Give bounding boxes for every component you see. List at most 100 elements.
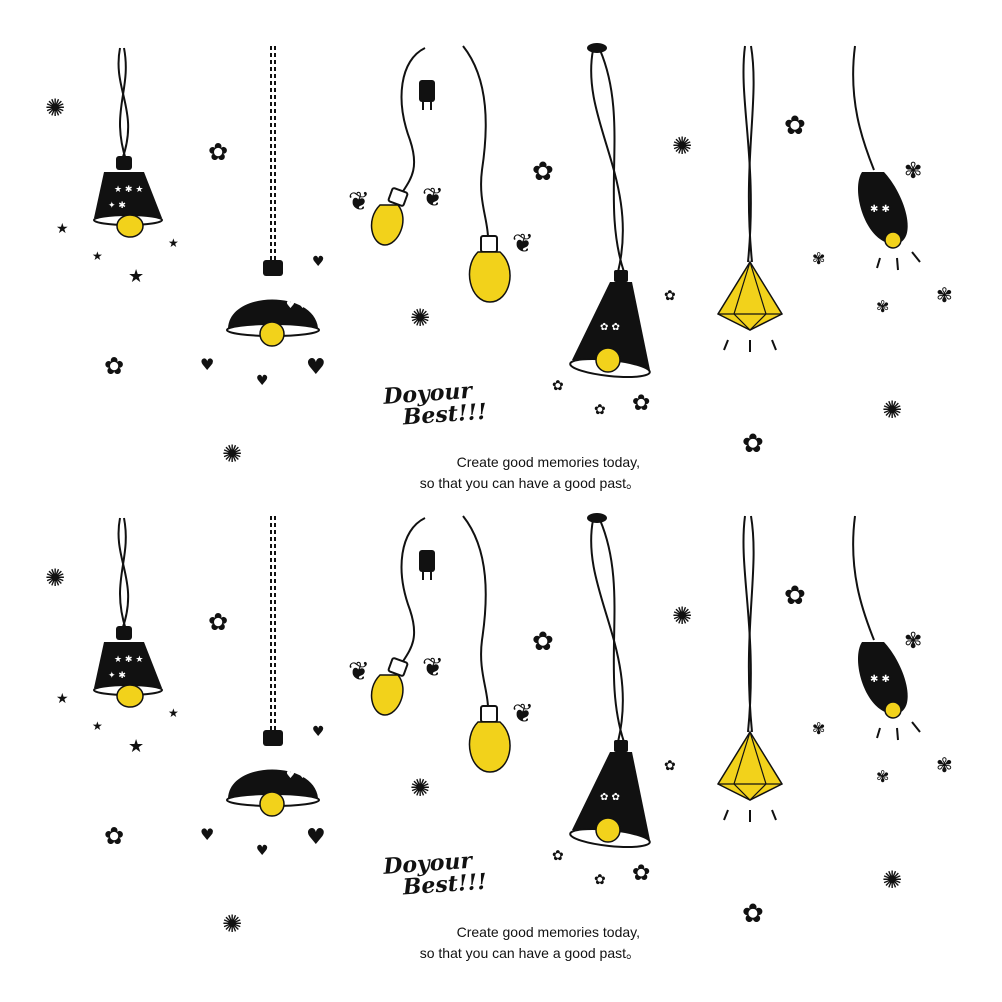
flower-icon: ✿ (664, 758, 676, 774)
svg-text:❦: ❦ (512, 699, 534, 729)
flower-icon: ✿ (104, 822, 124, 850)
star-icon: ★ (168, 706, 179, 720)
heart-icon: ♥ (200, 825, 214, 844)
star-icon: ★ (92, 719, 103, 733)
headline: Doyour Best!!! (382, 848, 496, 901)
star-icon: ✺ (882, 396, 902, 424)
svg-text:♥ ♥: ♥ ♥ (286, 770, 307, 781)
star-icon: ✺ (410, 304, 430, 332)
svg-text:★ ✱ ★: ★ ✱ ★ (114, 655, 143, 665)
butterfly-icon: ❦ (422, 183, 444, 213)
star-icon: ✺ (45, 564, 65, 592)
headline: Doyour Best!!! (382, 378, 496, 431)
svg-text:❦: ❦ (512, 229, 534, 259)
leaf-icon: ✾ (876, 767, 889, 786)
star-icon: ✺ (45, 94, 65, 122)
heart-icon: ♥ (256, 843, 269, 859)
star-icon: ★ (128, 266, 144, 287)
heart-icon: ♥ (256, 373, 269, 389)
flower-icon: ✿ (664, 288, 676, 304)
flower-icon: ✿ (784, 111, 806, 141)
svg-text:★ ✱ ★: ★ ✱ ★ (114, 185, 143, 195)
star-icon: ✺ (672, 132, 692, 160)
caption-line-2: so that you can have a good past。 (419, 475, 640, 491)
caption-line-1: Create good memories today, (456, 924, 640, 940)
flower-icon: ✿ (742, 899, 764, 929)
butterfly-icon: ❦ (422, 653, 444, 683)
heart-icon: ♥ (312, 724, 325, 740)
pendant-lamp-icon: ★ ✱ ★ ✦ ✱ (93, 47, 163, 238)
star-icon: ★ (92, 249, 103, 263)
flower-icon: ✿ (208, 608, 228, 636)
svg-text:❦: ❦ (422, 653, 444, 683)
star-icon: ★ (56, 691, 69, 707)
star-icon: ✺ (882, 866, 902, 894)
pendant-lamp-icon: ✱ ✱ (852, 515, 921, 741)
star-icon: ★ (168, 236, 179, 250)
light-bulb-icon (370, 47, 435, 246)
butterfly-icon: ❦ (348, 187, 370, 217)
svg-text:✱ ✱: ✱ ✱ (870, 674, 890, 685)
star-icon: ★ (56, 221, 69, 237)
star-icon: ✺ (672, 602, 692, 630)
svg-text:✦ ✱: ✦ ✱ (108, 671, 126, 681)
pattern-tile-top: ★ ✱ ★ ✦ ✱ ♥ ♥ (0, 0, 1002, 491)
svg-text:✦ ✱: ✦ ✱ (108, 201, 126, 211)
flower-icon: ✿ (594, 872, 606, 888)
leaf-icon: ✾ (876, 297, 889, 316)
lamps-illustration: ★ ✱ ★ ✦ ✱ ♥ ♥ (45, 43, 953, 468)
svg-text:❦: ❦ (348, 657, 370, 687)
light-bulb-icon (462, 45, 511, 303)
flower-icon: ✿ (784, 581, 806, 611)
heart-icon: ♥ (306, 825, 326, 850)
leaf-icon: ✾ (904, 629, 922, 654)
heart-icon: ♥ (200, 355, 214, 374)
caption-line-2: so that you can have a good past。 (419, 945, 640, 961)
diamond-lamp-icon (716, 45, 784, 352)
heart-icon: ♥ (312, 254, 325, 270)
caption-line-1: Create good memories today, (456, 454, 640, 470)
svg-text:❦: ❦ (348, 187, 370, 217)
leaf-icon: ✾ (936, 283, 953, 307)
dome-lamp-icon: ♥ ♥ (226, 46, 320, 347)
lamps-illustration: ★ ✱ ★ ✦ ✱ ♥ ♥ (45, 513, 953, 938)
butterfly-icon: ❦ (512, 699, 534, 729)
cone-lamp-icon: ✿ ✿ (569, 43, 651, 378)
flower-icon: ✿ (552, 378, 564, 394)
flower-icon: ✿ (632, 391, 650, 416)
leaf-icon: ✾ (812, 249, 825, 268)
plug-icon (419, 80, 435, 110)
leaf-icon: ✾ (936, 753, 953, 777)
flower-icon: ✿ (594, 402, 606, 418)
light-bulb-icon (370, 517, 435, 716)
flower-icon: ✿ (104, 352, 124, 380)
leaf-icon: ✾ (812, 719, 825, 738)
leaf-icon: ✾ (904, 159, 922, 184)
svg-text:✿ ✿: ✿ ✿ (600, 792, 620, 803)
pendant-lamp-icon: ★ ✱ ★ ✦ ✱ (93, 517, 163, 708)
diamond-lamp-icon (716, 515, 784, 822)
pattern-tile-bottom: ★ ✱ ★ ✦ ✱ ♥ ♥ (0, 470, 1002, 961)
butterfly-icon: ❦ (348, 657, 370, 687)
flower-icon: ✿ (742, 429, 764, 459)
flower-icon: ✿ (532, 627, 554, 657)
caption: Create good memories today, so that you … (360, 922, 640, 964)
svg-text:✱ ✱: ✱ ✱ (870, 204, 890, 215)
butterfly-icon: ❦ (512, 229, 534, 259)
svg-text:✿ ✿: ✿ ✿ (600, 322, 620, 333)
dome-lamp-icon: ♥ ♥ (226, 516, 320, 817)
flower-icon: ✿ (632, 861, 650, 886)
heart-icon: ♥ (306, 355, 326, 380)
flower-icon: ✿ (532, 157, 554, 187)
star-icon: ✺ (222, 440, 242, 468)
svg-text:♥ ♥: ♥ ♥ (286, 300, 307, 311)
pendant-lamp-icon: ✱ ✱ (852, 45, 921, 271)
star-icon: ✺ (222, 910, 242, 938)
star-icon: ✺ (410, 774, 430, 802)
svg-text:❦: ❦ (422, 183, 444, 213)
flower-icon: ✿ (552, 848, 564, 864)
plug-icon (419, 550, 435, 580)
caption: Create good memories today, so that you … (360, 452, 640, 494)
flower-icon: ✿ (208, 138, 228, 166)
